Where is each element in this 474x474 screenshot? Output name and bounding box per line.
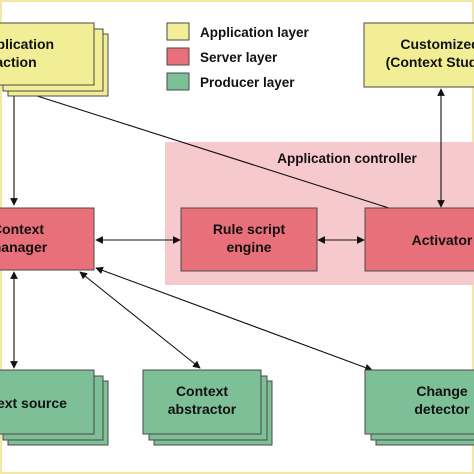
legend-swatch-producer — [166, 72, 190, 91]
customized-line-1: Customized — [400, 36, 474, 52]
application-controller-label: Application controller — [277, 151, 417, 166]
application-action-line-2: action — [0, 54, 37, 70]
node-activator: Activator — [364, 207, 474, 272]
customized-line-2: (Context Studio) — [386, 54, 474, 70]
legend-swatch-server — [166, 47, 190, 66]
context-manager-line-2: manager — [0, 239, 48, 255]
node-context-manager: Context manager — [0, 207, 95, 271]
context-abstractor-line-1: Context — [176, 383, 228, 399]
arrow-manager-detector — [95, 266, 373, 372]
activator-label: Activator — [412, 232, 473, 248]
legend: Application layer Server layer Producer … — [166, 22, 310, 91]
node-customized-context-studio: Customized (Context Studio) — [363, 22, 474, 88]
rule-script-engine-line-2: engine — [226, 239, 271, 255]
legend-label-producer: Producer layer — [200, 75, 295, 90]
node-rule-script-engine: Rule script engine — [180, 207, 318, 272]
arrow-activator-action — [11, 86, 393, 210]
legend-swatch-application — [166, 22, 190, 41]
change-detector-line-1: Change — [416, 383, 468, 399]
context-manager-line-1: Context — [0, 221, 44, 237]
context-source-label: Context source — [0, 395, 67, 411]
arrow-manager-abstractor — [79, 271, 201, 369]
node-application-action: Application action — [0, 22, 109, 97]
rule-script-engine-line-1: Rule script — [213, 221, 286, 237]
node-context-abstractor: Context abstractor — [142, 369, 273, 446]
legend-label-server: Server layer — [200, 50, 278, 65]
context-abstractor-line-2: abstractor — [168, 401, 237, 417]
node-context-source: Context source — [0, 369, 109, 446]
connectors — [10, 86, 445, 372]
application-action-line-1: Application — [0, 36, 54, 52]
legend-label-application: Application layer — [200, 25, 310, 40]
node-change-detector: Change detector — [364, 369, 474, 446]
change-detector-line-2: detector — [414, 401, 470, 417]
